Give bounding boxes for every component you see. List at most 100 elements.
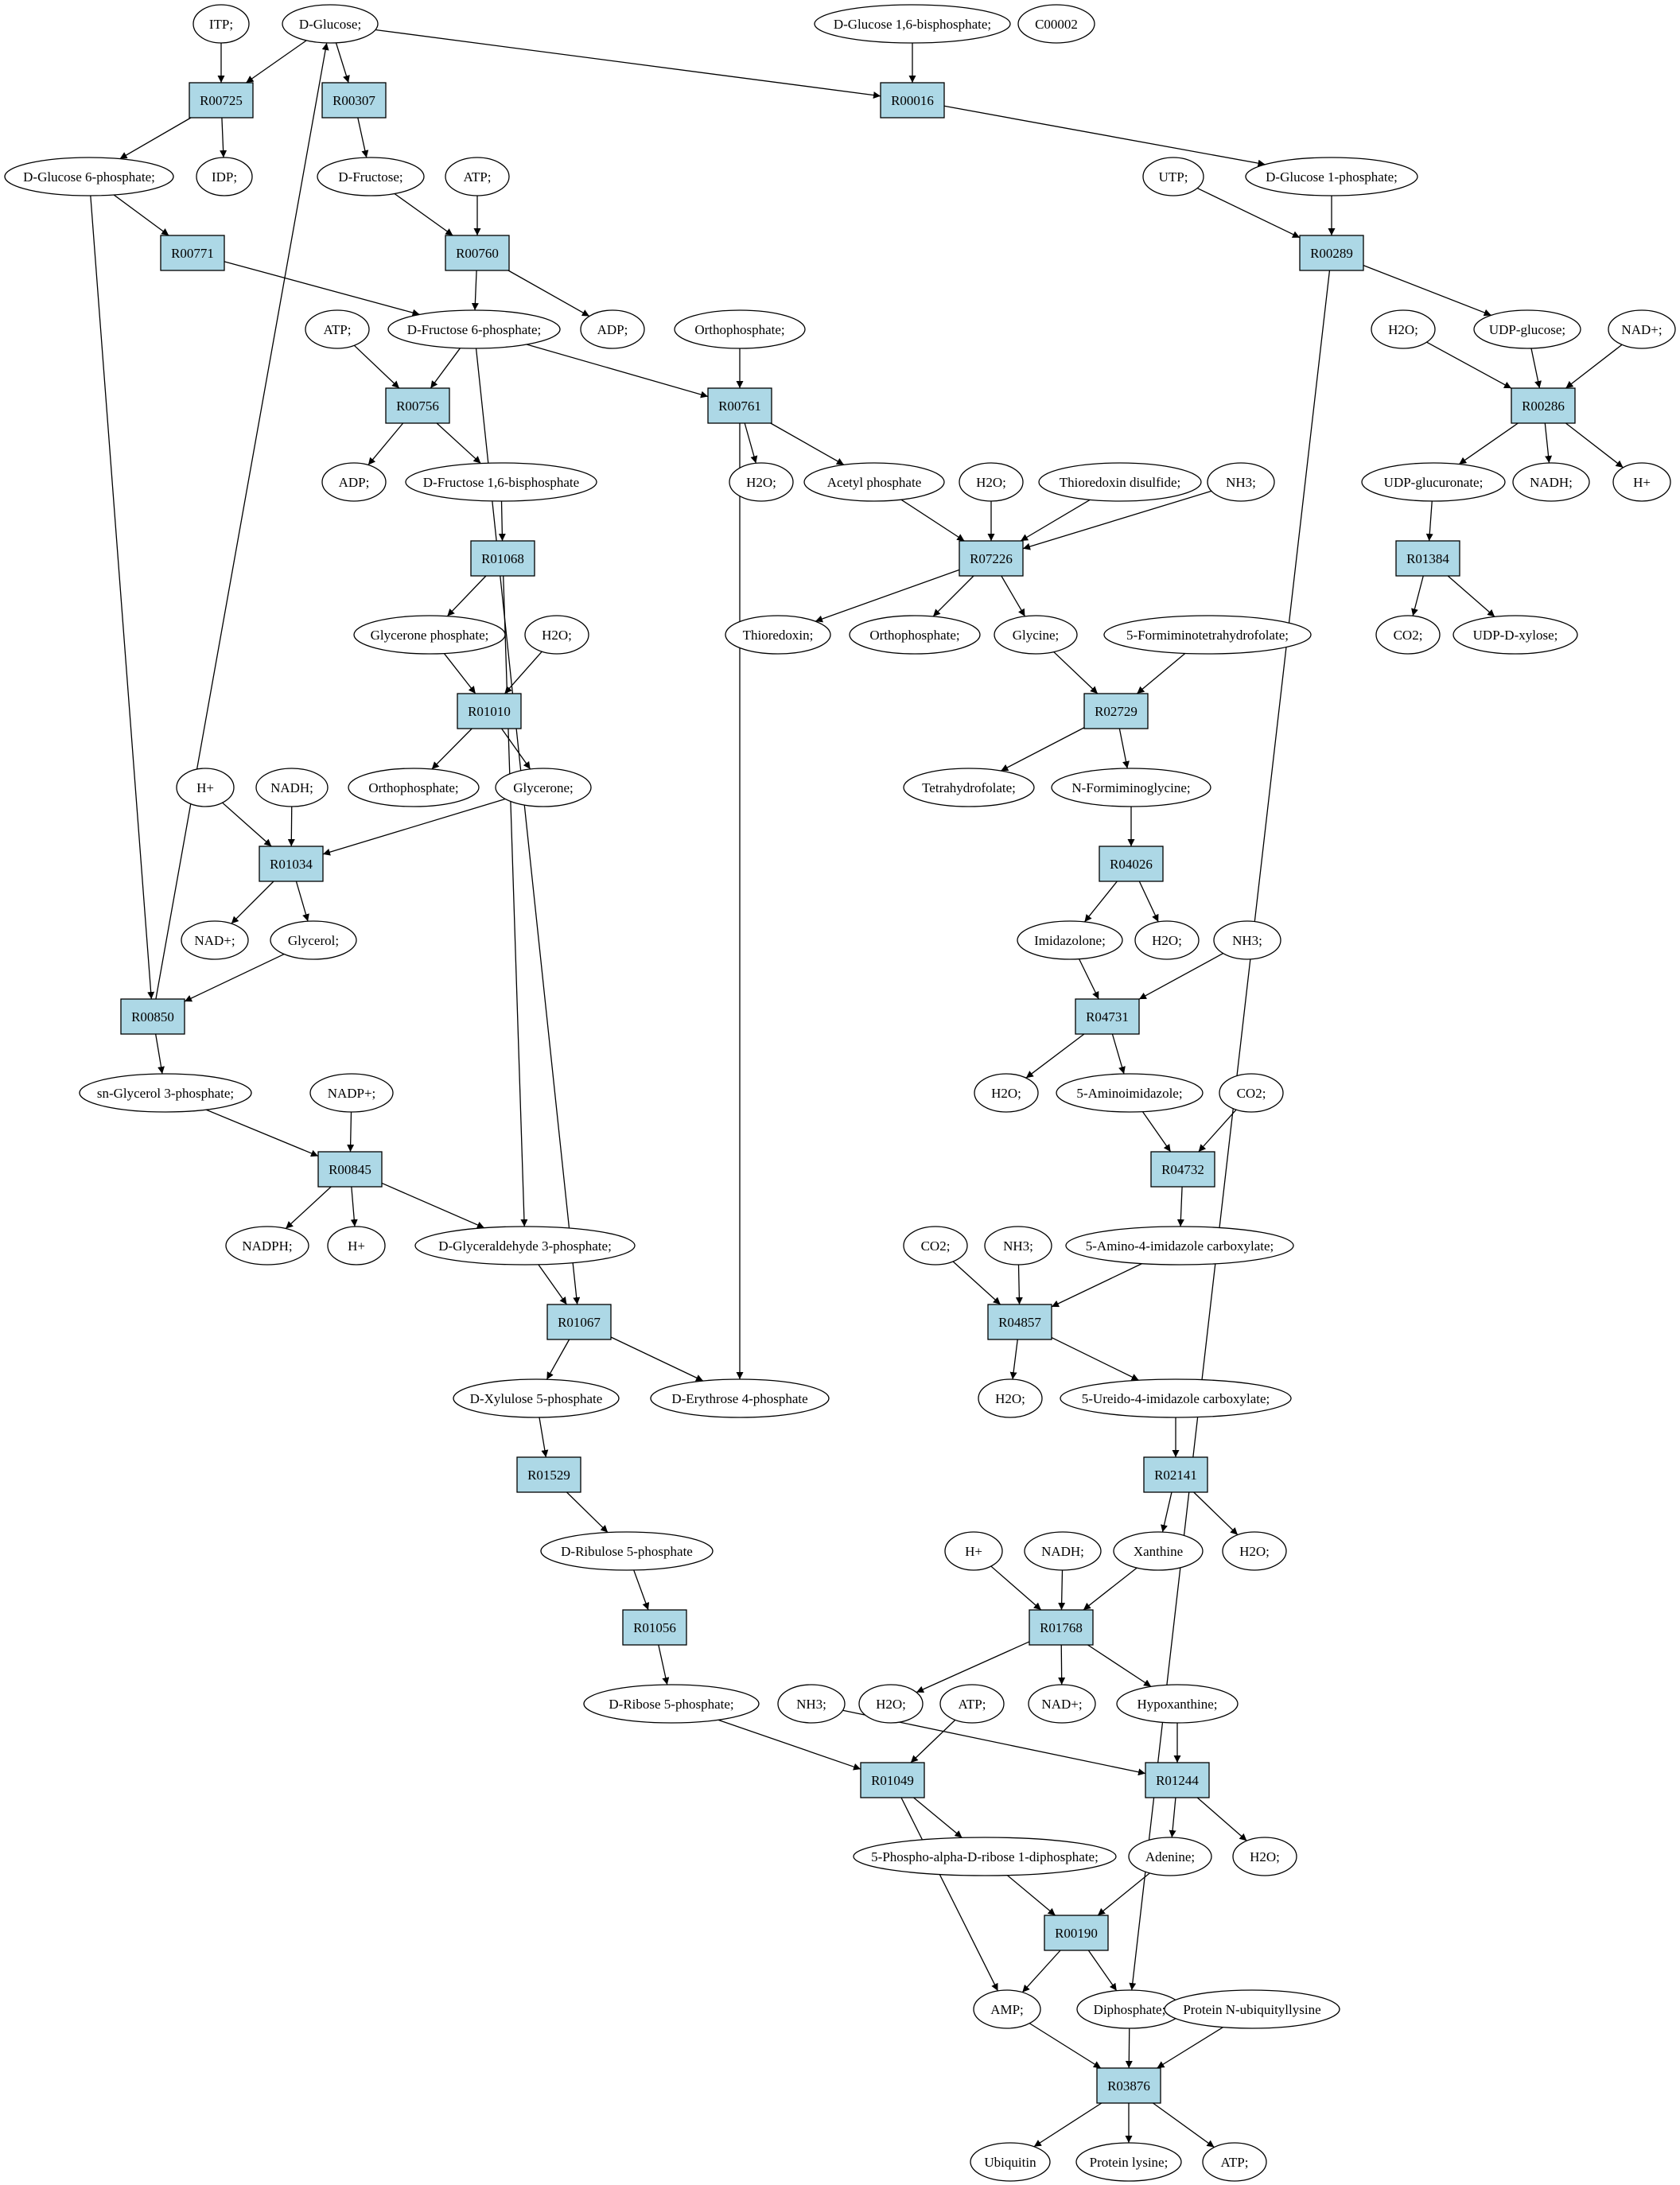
compound-node[interactable]: UDP-glucuronate; bbox=[1361, 462, 1506, 502]
compound-node[interactable]: D-Glucose; bbox=[282, 4, 379, 44]
compound-node[interactable]: UDP-glucose; bbox=[1473, 309, 1581, 349]
reaction-node[interactable]: R01529 bbox=[516, 1456, 581, 1493]
compound-node[interactable]: ATP; bbox=[939, 1684, 1005, 1724]
compound-node[interactable]: H2O; bbox=[974, 1073, 1039, 1113]
compound-node[interactable]: IDP; bbox=[196, 157, 253, 196]
compound-node[interactable]: 5-Formiminotetrahydrofolate; bbox=[1103, 615, 1312, 655]
reaction-node[interactable]: R00761 bbox=[707, 387, 772, 424]
reaction-node[interactable]: R01049 bbox=[860, 1762, 925, 1798]
compound-node[interactable]: H2O; bbox=[729, 462, 794, 502]
compound-node[interactable]: NAD+; bbox=[1608, 309, 1676, 349]
reaction-node[interactable]: R00286 bbox=[1511, 387, 1576, 424]
compound-node[interactable]: Ubiquitin bbox=[970, 2142, 1051, 2182]
reaction-node[interactable]: R01034 bbox=[259, 846, 324, 882]
compound-node[interactable]: NAD+; bbox=[1028, 1684, 1096, 1724]
compound-node[interactable]: Glycerone phosphate; bbox=[353, 615, 506, 655]
compound-node[interactable]: H2O; bbox=[1222, 1531, 1287, 1571]
reaction-node[interactable]: R04026 bbox=[1099, 846, 1164, 882]
compound-node[interactable]: NADPH; bbox=[225, 1226, 309, 1266]
compound-node[interactable]: 5-Phospho-alpha-D-ribose 1-diphosphate; bbox=[853, 1837, 1117, 1876]
compound-node[interactable]: D-Fructose 1,6-bisphosphate bbox=[405, 462, 597, 502]
compound-node[interactable]: Orthophosphate; bbox=[849, 615, 981, 655]
compound-node[interactable]: CO2; bbox=[1375, 615, 1441, 655]
reaction-node[interactable]: R04857 bbox=[987, 1304, 1052, 1340]
compound-node[interactable]: H+ bbox=[327, 1226, 386, 1266]
compound-node[interactable]: H2O; bbox=[978, 1378, 1043, 1418]
reaction-node[interactable]: R00756 bbox=[385, 387, 450, 424]
compound-node[interactable]: ADP; bbox=[321, 462, 387, 502]
compound-node[interactable]: D-Glucose 1,6-bisphosphate; bbox=[814, 4, 1011, 44]
compound-node[interactable]: Orthophosphate; bbox=[674, 309, 806, 349]
compound-node[interactable]: NADH; bbox=[1512, 462, 1590, 502]
reaction-node[interactable]: R00307 bbox=[321, 82, 387, 119]
reaction-node[interactable]: R00771 bbox=[160, 235, 225, 271]
compound-node[interactable]: 5-Aminoimidazole; bbox=[1056, 1073, 1204, 1113]
compound-node[interactable]: D-Erythrose 4-phosphate bbox=[650, 1378, 830, 1418]
compound-node[interactable]: D-Xylulose 5-phosphate bbox=[453, 1378, 620, 1418]
reaction-node[interactable]: R01244 bbox=[1145, 1762, 1210, 1798]
reaction-node[interactable]: R03876 bbox=[1096, 2067, 1161, 2104]
compound-node[interactable]: NH3; bbox=[1207, 462, 1275, 502]
reaction-node[interactable]: R00845 bbox=[317, 1151, 383, 1188]
compound-node[interactable]: sn-Glycerol 3-phosphate; bbox=[79, 1073, 252, 1113]
compound-node[interactable]: H+ bbox=[944, 1531, 1003, 1571]
compound-node[interactable]: NADH; bbox=[1024, 1531, 1102, 1571]
compound-node[interactable]: Acetyl phosphate bbox=[803, 462, 945, 502]
reaction-node[interactable]: R00016 bbox=[880, 82, 945, 119]
compound-node[interactable]: Orthophosphate; bbox=[348, 768, 480, 807]
compound-node[interactable]: Thioredoxin disulfide; bbox=[1038, 462, 1202, 502]
reaction-node[interactable]: R02729 bbox=[1083, 693, 1149, 729]
compound-node[interactable]: Protein lysine; bbox=[1075, 2142, 1182, 2182]
compound-node[interactable]: Tetrahydrofolate; bbox=[903, 768, 1035, 807]
reaction-node[interactable]: R00289 bbox=[1299, 235, 1364, 271]
reaction-node[interactable]: R00725 bbox=[189, 82, 254, 119]
reaction-node[interactable]: R01067 bbox=[546, 1304, 612, 1340]
compound-node[interactable]: H2O; bbox=[1134, 920, 1200, 960]
reaction-node[interactable]: R04731 bbox=[1075, 998, 1140, 1035]
compound-node[interactable]: D-Glyceraldehyde 3-phosphate; bbox=[414, 1226, 636, 1266]
compound-node[interactable]: H2O; bbox=[524, 615, 589, 655]
compound-node[interactable]: Hypoxanthine; bbox=[1116, 1684, 1239, 1724]
compound-node[interactable]: UTP; bbox=[1142, 157, 1204, 196]
compound-node[interactable]: CO2; bbox=[1219, 1073, 1284, 1113]
reaction-node[interactable]: R01068 bbox=[470, 540, 535, 577]
reaction-node[interactable]: R02141 bbox=[1143, 1456, 1208, 1493]
compound-node[interactable]: H+ bbox=[1612, 462, 1671, 502]
compound-node[interactable]: H2O; bbox=[858, 1684, 924, 1724]
compound-node[interactable]: NADP+; bbox=[309, 1073, 394, 1113]
compound-node[interactable]: Thioredoxin; bbox=[725, 615, 831, 655]
compound-node[interactable]: 5-Ureido-4-imidazole carboxylate; bbox=[1060, 1378, 1292, 1418]
compound-node[interactable]: C00002 bbox=[1017, 4, 1095, 44]
reaction-node[interactable]: R01384 bbox=[1395, 540, 1460, 577]
compound-node[interactable]: Protein N-ubiquityllysine bbox=[1164, 1989, 1340, 2029]
reaction-node[interactable]: R01010 bbox=[457, 693, 522, 729]
compound-node[interactable]: Diphosphate; bbox=[1076, 1989, 1183, 2029]
compound-node[interactable]: N-Formiminoglycine; bbox=[1051, 768, 1211, 807]
compound-node[interactable]: Xanthine bbox=[1113, 1531, 1204, 1571]
compound-node[interactable]: NH3; bbox=[777, 1684, 846, 1724]
compound-node[interactable]: CO2; bbox=[903, 1226, 968, 1266]
compound-node[interactable]: ATP; bbox=[445, 157, 510, 196]
reaction-node[interactable]: R01768 bbox=[1029, 1609, 1094, 1646]
compound-node[interactable]: D-Ribose 5-phosphate; bbox=[583, 1684, 760, 1724]
compound-node[interactable]: D-Fructose; bbox=[317, 157, 425, 196]
compound-node[interactable]: H2O; bbox=[1232, 1837, 1297, 1876]
compound-node[interactable]: Glycerol; bbox=[270, 920, 357, 960]
compound-node[interactable]: H+ bbox=[176, 768, 235, 807]
compound-node[interactable]: AMP; bbox=[973, 1989, 1041, 2029]
reaction-node[interactable]: R00760 bbox=[445, 235, 510, 271]
compound-node[interactable]: Glycine; bbox=[994, 615, 1078, 655]
reaction-node[interactable]: R00850 bbox=[120, 998, 185, 1035]
compound-node[interactable]: H2O; bbox=[959, 462, 1024, 502]
compound-node[interactable]: Imidazolone; bbox=[1017, 920, 1123, 960]
compound-node[interactable]: ITP; bbox=[192, 4, 250, 44]
reaction-node[interactable]: R04732 bbox=[1150, 1151, 1215, 1188]
compound-node[interactable]: NH3; bbox=[984, 1226, 1052, 1266]
compound-node[interactable]: NH3; bbox=[1213, 920, 1281, 960]
reaction-node[interactable]: R07226 bbox=[959, 540, 1024, 577]
compound-node[interactable]: NAD+; bbox=[181, 920, 249, 960]
reaction-node[interactable]: R00190 bbox=[1044, 1915, 1109, 1951]
reaction-node[interactable]: R01056 bbox=[622, 1609, 687, 1646]
compound-node[interactable]: UDP-D-xylose; bbox=[1452, 615, 1578, 655]
compound-node[interactable]: ATP; bbox=[305, 309, 370, 349]
